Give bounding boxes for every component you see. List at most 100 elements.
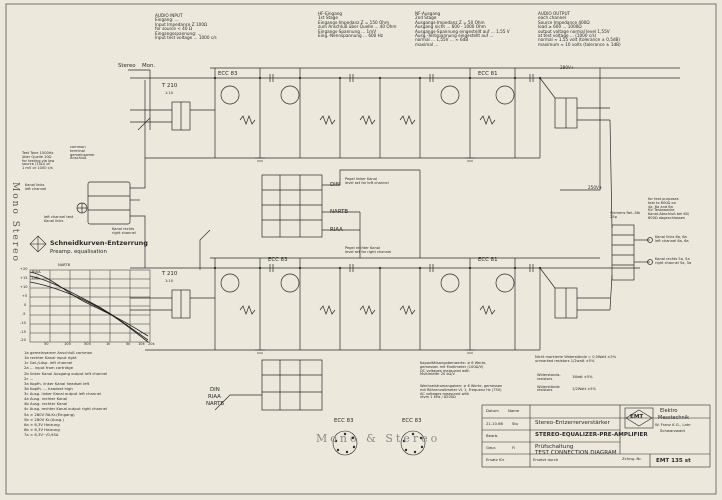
note-line: Wechselstromangaben: ≥ 6 Werte, gemessen	[420, 384, 503, 388]
eq-x-label: 10k	[138, 342, 145, 346]
transformer-label-top: T 210	[162, 83, 178, 89]
eq-x-label: 100	[64, 342, 71, 346]
tb-field-replaces: Ersatz für	[486, 457, 505, 462]
legend-row: 1c Gel./Ldsp. left channel	[24, 360, 73, 366]
note-line: 1/2Watt ±5%	[572, 386, 596, 391]
tube-label: ECC 81	[478, 257, 498, 263]
spec-line: output voltage normal level 1,55V	[538, 28, 610, 34]
eq-x-label: 20k	[148, 342, 155, 346]
level-left-label: Pegel linker Kanal level set for left ch…	[345, 177, 389, 186]
note-line: DC voltages measured with	[420, 368, 470, 373]
eq-y-label: -10	[20, 321, 26, 325]
nf-output-block: NF-Ausgang 2nd Stage Ausgangs-Impedanz Z…	[415, 11, 510, 47]
resistor-note: Nicht markierte Widerstände = 0,5Watt ±5…	[535, 355, 617, 364]
note-line: gemeinsamer	[70, 152, 95, 157]
note-line: Test Tone 1000Hz	[22, 151, 54, 155]
left-output-note: Kanal links 6a, 6a left channel 6a, 6a	[655, 235, 689, 244]
note-line: mit Röhrenvoltmeter VL 1, Frequenz Hz (7…	[420, 387, 502, 392]
transformer-label-bottom: T 210	[162, 271, 178, 277]
tb-field-checked: Gepr.	[486, 445, 497, 450]
note-line: Widerstands-	[537, 373, 561, 377]
company-name: Messtechnik	[658, 415, 690, 421]
legend-row: 5b ≈ 280V Kr.(Ausg.)	[24, 416, 64, 422]
spec-line: Eingangsspannung: ...	[155, 30, 202, 36]
eq-x-label: 50	[44, 342, 49, 346]
legend-row: 7a ≈ 6,3V~/0,95A	[24, 432, 59, 437]
note-line: left channel 6a, 6a	[655, 238, 689, 243]
note-line: unmarked resistors 1/2watt ±5%	[535, 358, 595, 363]
connector-label: Siemens Rel.-Stk 25p	[610, 211, 640, 220]
tube-label: ECC 83	[218, 71, 238, 77]
note-line: left channel test	[44, 215, 74, 219]
eq-din-label-bottom: DIN	[210, 387, 220, 393]
eq-curve-label: DIN	[32, 276, 39, 280]
note-line: Kanal links 6a, 6a	[655, 235, 687, 239]
eq-y-label: -15	[20, 330, 26, 334]
level-right-label: Pegel rechter Kanal level set for right …	[345, 246, 392, 255]
spec-line: 1st Stage	[318, 15, 338, 21]
note-line: left channel	[25, 186, 47, 191]
spec-line: each channel	[538, 15, 566, 21]
spec-line: Input Impedance Z 100Ω	[155, 21, 208, 27]
spec-line: at test voltage ... (1000 c/s)	[538, 33, 597, 39]
level-right-en: level set for right channel	[345, 249, 392, 254]
mono-label: Mon.	[142, 63, 156, 69]
watermark: Mono & Stereo	[316, 432, 441, 445]
level-left-de: Pegel linker Kanal	[345, 177, 377, 181]
note-line: Kanal rechts	[112, 227, 135, 231]
right-output-note: Kanal rechts 5a, 5a right channel 5a, 5a	[655, 257, 692, 266]
connector-pins: 25p	[610, 214, 617, 219]
note-line: gemessen mit Multimeter (100Ω/V)	[420, 364, 484, 369]
note-line: Nicht markierte Widerstände = 0,5Watt ±5…	[535, 355, 617, 359]
right-channel-input-note: Kanal rechts right channel	[112, 227, 136, 236]
note-line: common	[70, 145, 86, 149]
note-line: resistors	[537, 376, 553, 381]
side-watermark: Mono Stereo	[10, 182, 20, 263]
spec-line: load ≥ 600 ... 1000Ω	[538, 24, 582, 30]
note-line: Multimeter 20 kΩ/V	[420, 372, 455, 377]
legend-row: 3b Kopfh. ... headset high	[24, 385, 73, 391]
common-terminal-note: common terminal gemeinsamer Anschluß	[70, 145, 95, 161]
tb-date-value: 21.10.66	[486, 421, 503, 426]
tb-drawn-value: Stu	[512, 421, 519, 426]
note-line: Kapazitätsangabenwerte: ≥ 6 Werte,	[420, 361, 487, 365]
pin-legend: 1a gemeinsamer Anschluß common 1b rechte…	[24, 350, 184, 437]
tb-field-replaced-by: Ersetzt durch	[533, 457, 559, 462]
note-line: 4a, 6a and 6a	[648, 204, 673, 209]
eq-y-label: +15	[20, 276, 28, 280]
eq-riaa-label: RIAA	[330, 227, 343, 233]
note-line: right channel 5a, 5a	[655, 260, 692, 265]
test-tone-note: Test Tone 1000Hz über Quelle 10Ω for tes…	[22, 151, 55, 171]
note-line: Kanal rechts 5a, 5a	[655, 257, 690, 261]
note-line: vtvm 1 kHz / 8200Ω	[420, 395, 456, 400]
eq-x-label: 5k	[126, 342, 131, 346]
note-line: für Testzwecke	[648, 208, 675, 213]
note-line: for testing via low	[22, 158, 55, 163]
legend-row: 4c Ausg. rechter Kanal output right chan…	[24, 406, 108, 412]
resistor-legend: Widerstands- resistors Widerstände resis…	[537, 373, 561, 393]
legend-row: 1b rechter Kanal input right	[24, 355, 77, 361]
company-address: W. Franz K.G., Lahr	[655, 422, 691, 427]
audio-output-block: AUDIO OUTPUT each channel Source Impedan…	[538, 11, 621, 47]
spec-line: HF-Eingang	[318, 11, 343, 16]
subtitle-en: TEST CONNECTION DIAGRAM	[535, 450, 617, 456]
right-channel-note: left channel test Kanal links	[44, 215, 74, 224]
note-line: Anschluß	[70, 156, 87, 161]
audio-input-block: AUDIO INPUT Eingang: ... Input Impedance…	[155, 13, 217, 40]
note-line: AC voltages measured with	[420, 391, 470, 396]
spec-line: Ausgang nicht ... 600 - 1000 Ohm	[415, 24, 486, 30]
eq-x-label: 500	[84, 342, 91, 346]
eq-din-label: DIN	[330, 182, 340, 188]
footer-tube-label: ECC 83	[402, 418, 422, 424]
note-line: Kanal links	[44, 218, 64, 223]
supply-voltage-label: 250V+	[588, 185, 603, 190]
spec-line: 2nd Stage	[415, 15, 437, 21]
stereo-label: Stereo	[118, 63, 136, 69]
note-line: 1Watt ±5%	[572, 375, 593, 379]
note-line: Widerstände	[537, 384, 560, 389]
eq-y-label: -20	[20, 338, 26, 342]
spec-line: maximal ...	[415, 41, 439, 47]
note-line: 600Ω abgeschlossen	[648, 215, 686, 220]
